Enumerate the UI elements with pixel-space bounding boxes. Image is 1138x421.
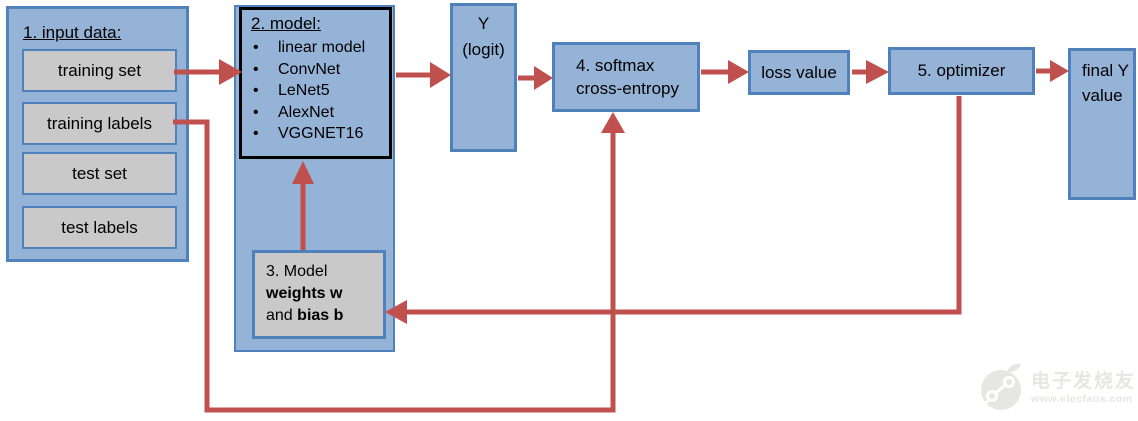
bullet-icon: • — [253, 82, 259, 99]
watermark-text: 电子发烧友 www.elecfans.com — [1031, 371, 1136, 405]
input-data-box: 1. input data: training set training lab… — [6, 6, 189, 262]
input-item-test-set: test set — [22, 152, 177, 195]
input-data-title: 1. input data: — [23, 23, 122, 42]
final-y-line1: final Y — [1082, 61, 1129, 80]
watermark-logo-icon — [980, 363, 1021, 410]
input-item-training-labels: training labels — [22, 102, 177, 145]
bullet-icon: • — [253, 103, 259, 121]
input-item-training-set: training set — [22, 49, 177, 92]
model-item-alexnet: • AlexNet — [250, 102, 389, 124]
arrow-loss-to-optimizer — [852, 60, 889, 84]
arrow-model-to-y — [396, 62, 451, 88]
model-item-label: AlexNet — [278, 103, 335, 121]
model-item-label: VGGNET16 — [278, 125, 364, 142]
optimizer-box: 5. optimizer — [888, 47, 1035, 95]
input-item-test-labels: test labels — [22, 206, 177, 249]
y-logit-line2: (logit) — [462, 40, 505, 59]
model-item-vggnet16: • VGGNET16 — [250, 123, 389, 145]
model-item-convnet: • ConvNet — [250, 59, 389, 81]
loss-value-box: loss value — [748, 50, 850, 95]
model-item-label: LeNet5 — [278, 82, 330, 99]
model-item-label: linear model — [278, 39, 366, 56]
model-item-lenet5: • LeNet5 — [250, 80, 389, 102]
watermark-url: www.elecfans.com — [1031, 393, 1133, 405]
weights-line1: 3. Model — [266, 263, 328, 280]
weights-line2: weights w — [266, 285, 343, 302]
softmax-box: 4. softmax cross-entropy — [552, 42, 700, 112]
arrow-y-to-softmax — [518, 66, 553, 90]
softmax-line2: cross-entropy — [576, 79, 679, 98]
model-item-label: ConvNet — [278, 60, 341, 78]
y-logit-line1: Y — [477, 14, 490, 33]
arrow-softmax-to-loss — [701, 60, 749, 84]
final-y-line2: value — [1082, 86, 1123, 105]
watermark-brand: 电子发烧友 — [1031, 371, 1137, 392]
softmax-line1: 4. softmax — [576, 56, 655, 75]
bullet-icon: • — [253, 125, 259, 142]
bullet-icon: • — [253, 60, 259, 78]
final-y-box: final Y value — [1068, 48, 1136, 200]
arrow-optimizer-to-final-y — [1036, 60, 1069, 82]
model-title: 2. model: — [251, 14, 321, 33]
bullet-icon: • — [253, 39, 259, 56]
watermark: 电子发烧友 www.elecfans.com — [980, 363, 1136, 413]
model-box: 2. model: • linear model • ConvNet • LeN… — [239, 7, 392, 159]
model-item-linear: • linear model — [250, 37, 389, 59]
y-logit-box: Y (logit) — [450, 3, 517, 152]
